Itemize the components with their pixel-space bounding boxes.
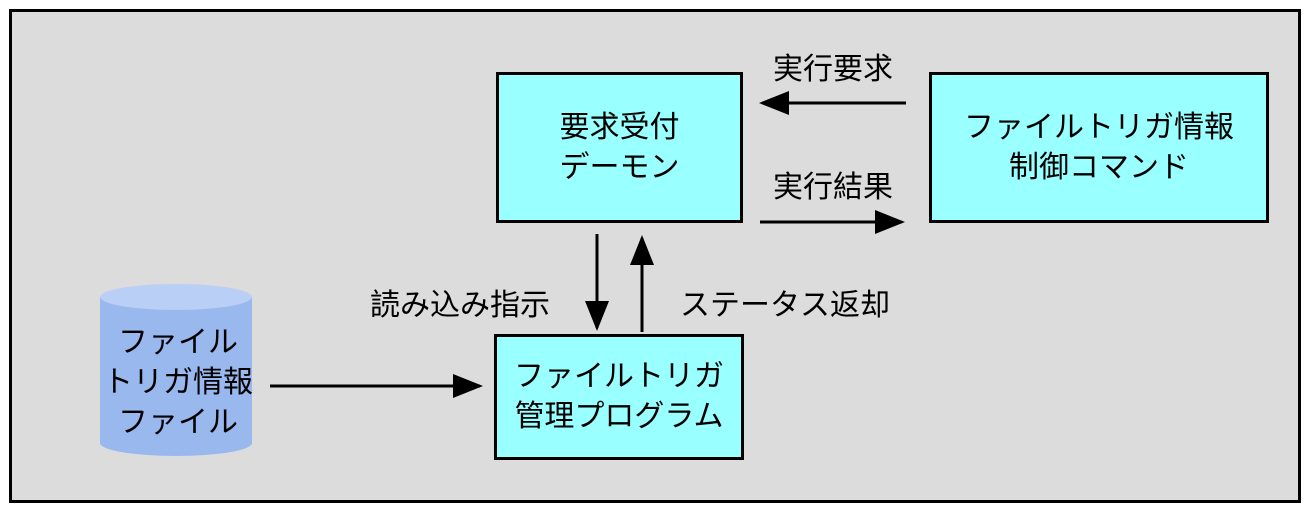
data-file-label: ファイル トリガ情報 ファイル [100,323,256,443]
data-file-line-3: ファイル [118,405,238,440]
data-file-line-1: ファイル [118,325,238,360]
command-box: ファイルトリガ情報 制御コマンド [929,72,1269,223]
daemon-box-line-1: 要求受付 [559,109,680,145]
status-return-label: ステータス返却 [680,288,890,323]
data-file-cylinder [100,284,252,456]
manager-box-line-2: 管理プログラム [514,399,724,434]
command-box-line-1: ファイルトリガ情報 [964,109,1234,145]
daemon-box-line-2: デーモン [559,149,680,185]
manager-box: ファイルトリガ 管理プログラム [494,334,744,460]
manager-box-line-1: ファイルトリガ [514,359,724,394]
read-instruction-label: 読み込み指示 [370,288,550,323]
command-box-line-2: 制御コマンド [1009,149,1189,185]
data-file-line-2: トリガ情報 [103,365,253,400]
execute-request-label: 実行要求 [773,52,893,87]
execute-result-label: 実行結果 [773,170,893,205]
daemon-box: 要求受付 デーモン [496,72,743,223]
